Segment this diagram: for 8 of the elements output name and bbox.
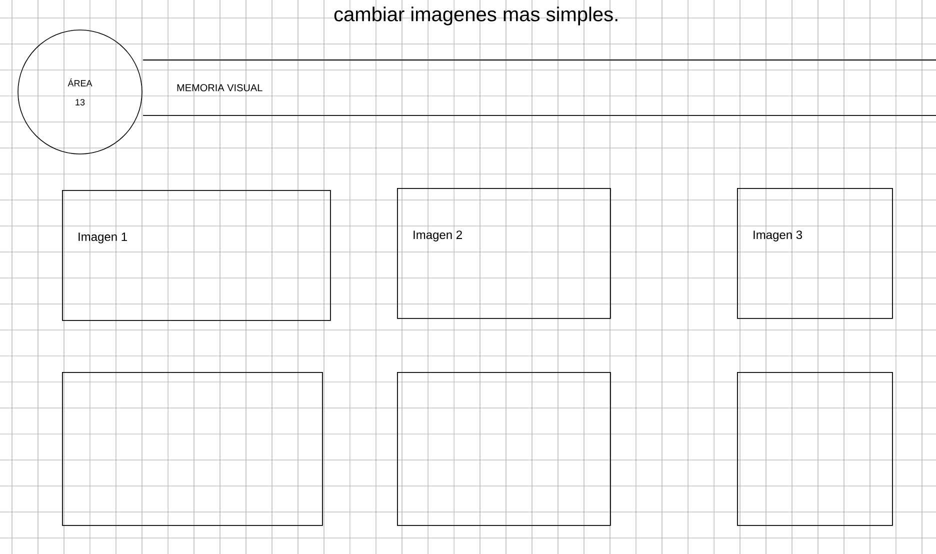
image-frame: Imagen 1 <box>62 190 331 321</box>
image-frame <box>62 372 323 526</box>
image-frame: Imagen 3 <box>737 188 893 319</box>
header-bar: MEMORIA VISUAL <box>142 60 936 116</box>
image-frame: Imagen 2 <box>397 188 611 319</box>
image-frame <box>397 372 611 526</box>
image-frame <box>737 372 893 526</box>
note: cambiar imagenes mas simples. <box>334 6 618 26</box>
